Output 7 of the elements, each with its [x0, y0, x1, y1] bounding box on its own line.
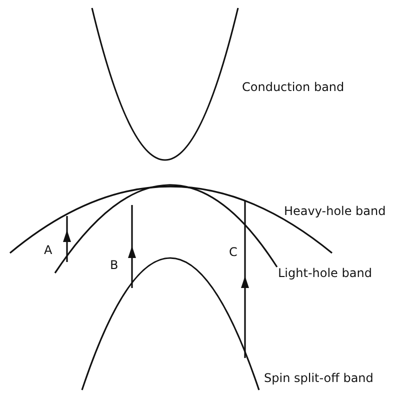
transition-label: B	[110, 258, 118, 272]
band-label: Heavy-hole band	[284, 204, 386, 218]
band-label: Light-hole band	[278, 266, 372, 280]
band-label: Spin split-off band	[264, 371, 374, 385]
band-label: Conduction band	[242, 80, 344, 94]
transition-label: C	[229, 245, 238, 259]
transition-label: A	[44, 243, 52, 257]
